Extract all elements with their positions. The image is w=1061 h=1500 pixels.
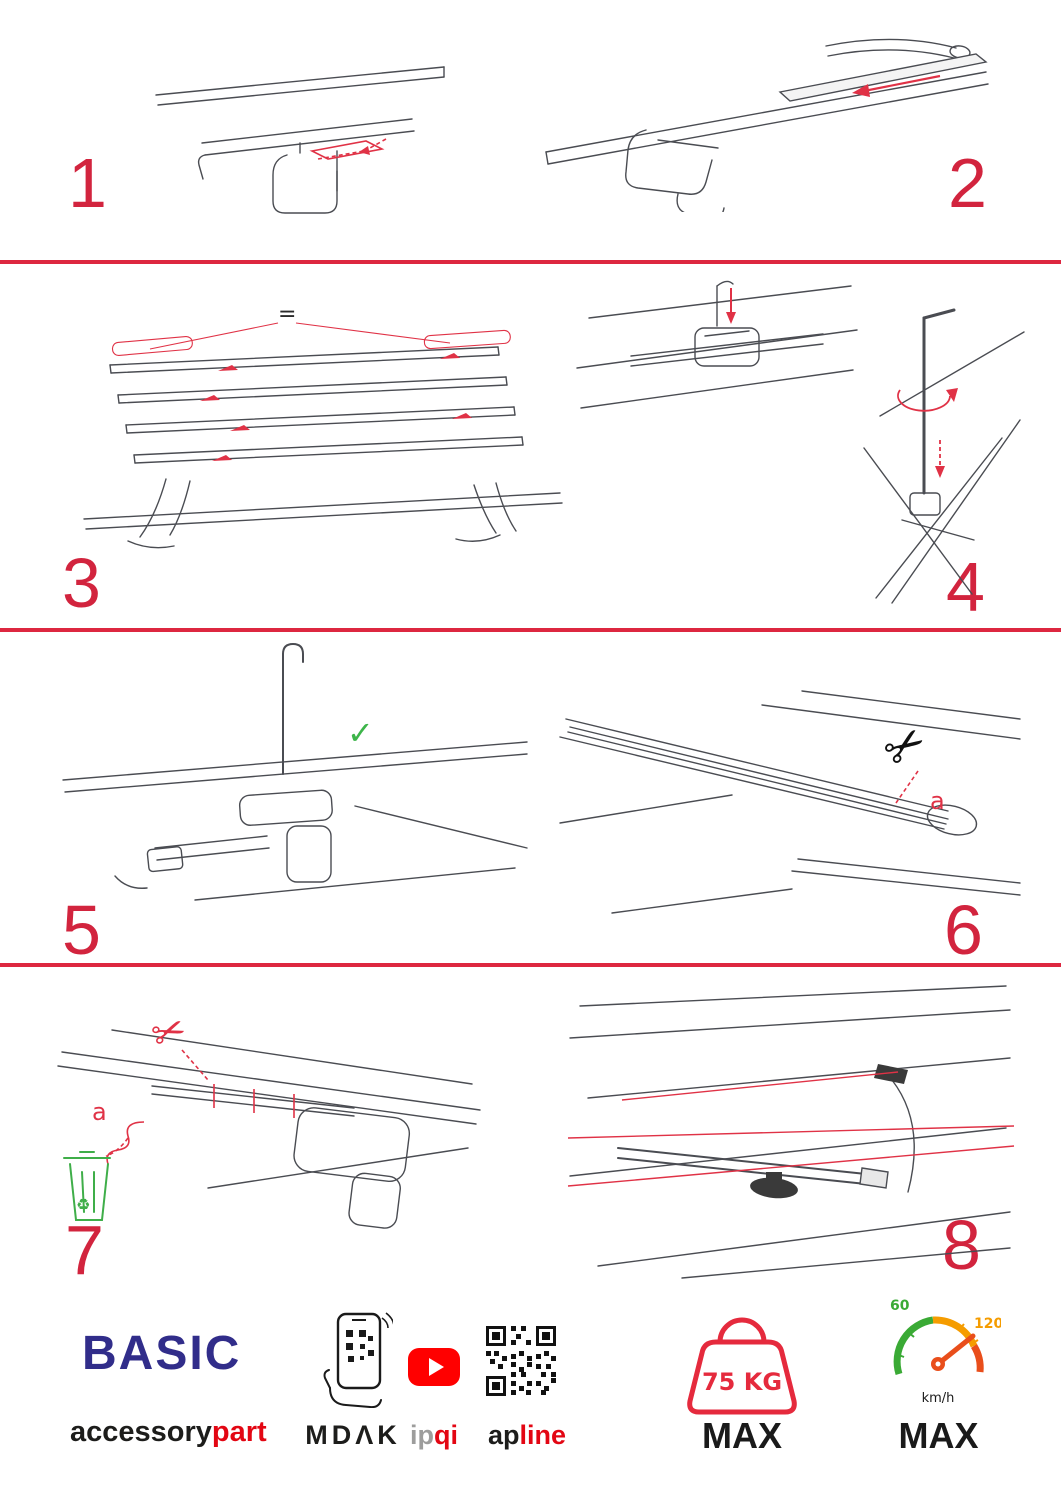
arrow-icon bbox=[935, 466, 945, 478]
apline-red: line bbox=[519, 1420, 567, 1450]
apline-logo-text: apline bbox=[482, 1420, 572, 1451]
step-4-hexkey-illustration bbox=[863, 308, 1025, 604]
phone-scan-icon bbox=[323, 1312, 393, 1408]
ipqi-red: qi bbox=[434, 1420, 458, 1450]
arrow-icon bbox=[852, 84, 870, 97]
check-icon: ✓ bbox=[347, 714, 374, 752]
alignment-lines bbox=[567, 1071, 1015, 1187]
torque-knob bbox=[750, 1177, 798, 1199]
step-2-number: 2 bbox=[948, 144, 987, 222]
step-4-number: 4 bbox=[946, 548, 985, 626]
hex-key bbox=[922, 308, 956, 495]
step-4-bolt-illustration bbox=[576, 280, 858, 409]
scissors-icon: ✂ bbox=[873, 712, 938, 781]
arrow-icon bbox=[946, 388, 958, 402]
trim-annotation bbox=[105, 1049, 295, 1165]
max-speed-label: MAX bbox=[898, 1415, 979, 1456]
arrow-icon bbox=[359, 146, 370, 155]
brand-title: BASIC bbox=[82, 1327, 242, 1380]
cut-point-label: a bbox=[930, 787, 945, 815]
step-7-illustration: ✂ a ♻ bbox=[57, 1005, 481, 1229]
step-3-illustration: = bbox=[83, 302, 563, 549]
trash-bin-icon bbox=[63, 1151, 111, 1221]
apline-black: ap bbox=[487, 1420, 520, 1450]
step-1-number: 1 bbox=[68, 144, 107, 222]
strap-clamp bbox=[874, 1064, 908, 1084]
step-7-number: 7 bbox=[65, 1211, 104, 1289]
equal-spacing-label: = bbox=[278, 302, 296, 327]
equal-spacing-lines bbox=[111, 322, 511, 357]
step-2-illustration bbox=[545, 38, 989, 212]
speed-unit-label: km/h bbox=[922, 1391, 955, 1406]
cover-strip bbox=[778, 53, 988, 102]
brand-name-black: accessory bbox=[70, 1416, 212, 1448]
ipqi-gray: ip bbox=[410, 1420, 434, 1450]
max-weight-label: MAX bbox=[702, 1415, 782, 1456]
step-5-number: 5 bbox=[62, 891, 101, 969]
step-8-number: 8 bbox=[942, 1206, 981, 1284]
step-5-illustration: ✓ bbox=[62, 643, 528, 901]
youtube-icon bbox=[408, 1348, 460, 1386]
speedometer-needle bbox=[935, 1333, 976, 1367]
speed-high-label: 120 bbox=[974, 1316, 1001, 1332]
step-8-illustration bbox=[567, 985, 1015, 1279]
brand-name: accessorypart bbox=[70, 1416, 267, 1449]
insert-plate-annotation bbox=[309, 138, 387, 160]
ipqi-logo-text: ipqi bbox=[398, 1420, 470, 1451]
recycle-icon: ♻ bbox=[76, 1195, 90, 1214]
speed-low-label: 60 bbox=[890, 1298, 910, 1314]
end-bracket bbox=[859, 1167, 889, 1189]
section-divider bbox=[0, 260, 1061, 264]
step-3-number: 3 bbox=[62, 544, 101, 622]
hand-icon bbox=[323, 1369, 382, 1408]
alignment-arrows bbox=[200, 353, 472, 461]
speedometer-icon: 60 120 km/h bbox=[890, 1298, 1001, 1406]
max-weight-icon: 75 KG bbox=[687, 1317, 797, 1415]
qr-code-icon bbox=[486, 1326, 556, 1396]
step-6-illustration: ✂ a bbox=[559, 690, 1021, 914]
step-6-number: 6 bbox=[944, 891, 983, 969]
slide-arrow bbox=[863, 74, 941, 93]
section-divider bbox=[0, 628, 1061, 632]
brand-name-red: part bbox=[211, 1416, 267, 1448]
step-1-illustration bbox=[155, 66, 445, 214]
cut-point-label: a bbox=[92, 1098, 107, 1126]
section-divider bbox=[0, 963, 1061, 967]
rotate-annotation bbox=[897, 389, 951, 468]
mdak-logo-text: MDΛK bbox=[305, 1420, 401, 1450]
scissors-icon: ✂ bbox=[145, 1005, 192, 1060]
max-weight-value: 75 KG bbox=[702, 1368, 782, 1396]
arrow-icon bbox=[726, 312, 736, 324]
knob-stem bbox=[766, 1172, 782, 1184]
